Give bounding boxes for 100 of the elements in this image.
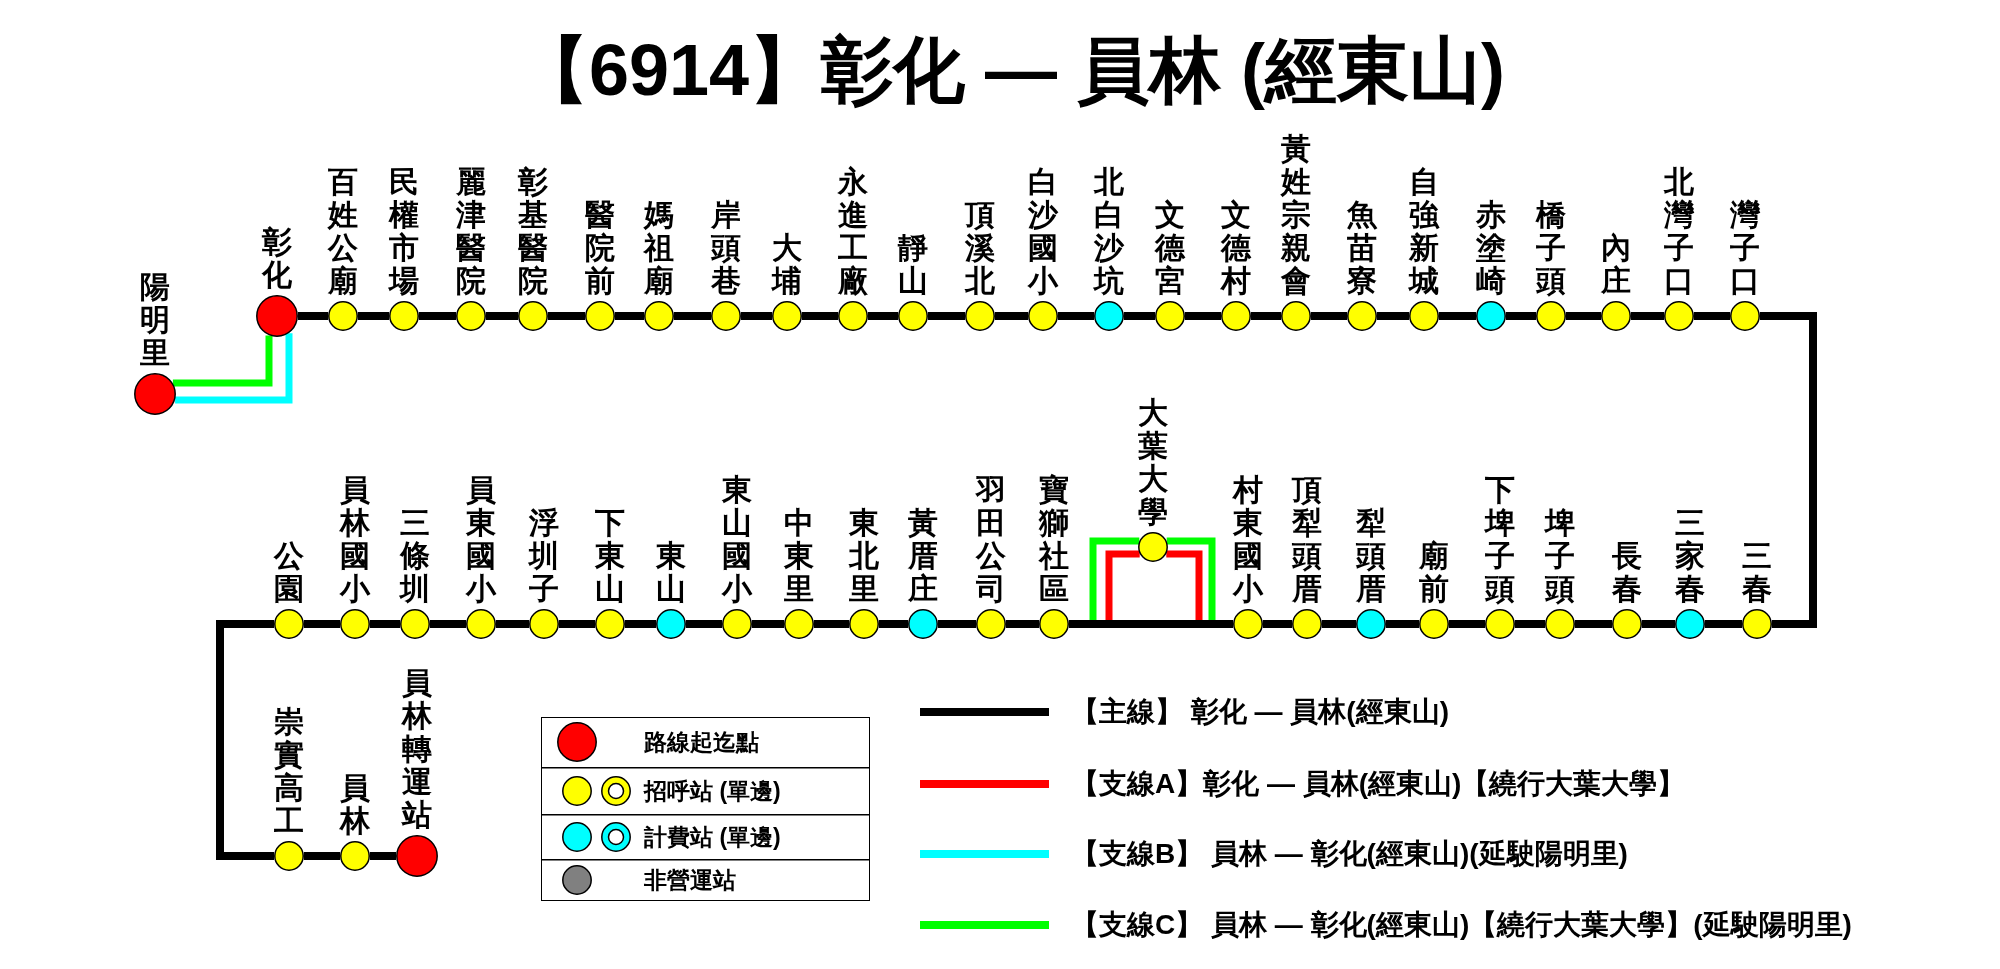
station-name: 北灣子口 [1664, 165, 1694, 297]
legend-label: 計費站 (單邊) [644, 822, 781, 852]
station-name: 赤塗崎 [1476, 198, 1506, 297]
station-name: 文德宮 [1155, 198, 1185, 297]
route-line [175, 333, 293, 404]
route-line [674, 312, 711, 320]
title: 【6914】彰化 — 員林 (經東山) [516, 30, 1506, 110]
route-line [686, 620, 722, 628]
route-line [370, 852, 396, 860]
route-line [430, 620, 466, 628]
station-name: 民權市場 [389, 165, 419, 297]
station-name: 三春 [1742, 539, 1772, 605]
station-name: 下東山 [595, 506, 625, 605]
route-line [548, 312, 585, 320]
route-line [1058, 312, 1094, 320]
legend-label: 招呼站 (單邊) [644, 776, 781, 806]
route-line [358, 312, 389, 320]
station-name: 彰化 [262, 225, 292, 291]
legend-label: 【支線A】彰化 — 員林(經東山)【繞行大葉大學】 [1071, 767, 1686, 801]
route-line [370, 620, 400, 628]
route-line [1449, 620, 1485, 628]
legend-label: 路線起迄點 [644, 727, 759, 757]
route-line [615, 312, 644, 320]
route-line [304, 620, 340, 628]
station-name: 浮圳子 [529, 506, 559, 605]
station-name: 下埤子頭 [1485, 473, 1515, 605]
station-name: 公園 [274, 539, 304, 605]
station-name: 黃厝庄 [908, 506, 938, 605]
station-name: 灣子口 [1730, 198, 1760, 297]
station-name: 長春 [1612, 539, 1642, 605]
station-name: 白沙國小 [1028, 165, 1058, 297]
station-name: 大埔 [772, 231, 802, 297]
route-line [496, 620, 529, 628]
station-name: 員林轉運站 [402, 666, 432, 831]
station-name: 百姓公廟 [328, 165, 358, 297]
route-line [1515, 620, 1545, 628]
route-line [938, 620, 976, 628]
station-name: 崇實高工 [274, 705, 304, 837]
station-name: 寶獅社區 [1039, 473, 1069, 605]
route-line [752, 620, 784, 628]
route-line [1006, 620, 1039, 628]
route-line [625, 620, 656, 628]
route-line [802, 312, 838, 320]
station-name: 三家春 [1675, 506, 1705, 605]
legend-label: 【支線C】 員林 — 彰化(經東山)【繞行大葉大學】(延駛陽明里) [1071, 908, 1852, 942]
route-line [1506, 312, 1536, 320]
station-name: 東山國小 [722, 473, 752, 605]
station-name: 廟前 [1419, 539, 1449, 605]
station-name: 內庄 [1601, 231, 1631, 297]
station-name: 中東里 [784, 506, 814, 605]
route-line [216, 620, 274, 860]
route-line [1386, 620, 1419, 628]
route-line [1642, 620, 1675, 628]
route-line [1631, 312, 1664, 320]
route-line [995, 312, 1028, 320]
station-name: 埤子頭 [1545, 506, 1575, 605]
route-line [1069, 620, 1233, 628]
route-line [486, 312, 518, 320]
station-name: 魚苗寮 [1347, 198, 1377, 297]
route-line [1322, 620, 1356, 628]
station-name: 頂犁頭厝 [1292, 473, 1322, 605]
station-name: 東北里 [849, 506, 879, 605]
station-name: 羽田公司 [976, 473, 1006, 605]
route-line [419, 312, 456, 320]
station-name: 永進工廠 [838, 165, 868, 297]
route-line [1377, 312, 1409, 320]
route-line [1311, 312, 1347, 320]
route-line [1263, 620, 1292, 628]
station-name: 員林 [340, 771, 370, 837]
station-name: 橋子頭 [1536, 198, 1566, 297]
legend-label: 【支線B】 員林 — 彰化(經東山)(延駛陽明里) [1071, 837, 1628, 871]
legend-label: 非營運站 [644, 865, 736, 895]
station-name: 麗津醫院 [456, 165, 486, 297]
station-name: 大葉大學 [1138, 396, 1168, 528]
route-line [304, 852, 340, 860]
route-line [879, 620, 908, 628]
route-line [928, 312, 965, 320]
station-name: 北白沙坑 [1094, 165, 1124, 297]
route-line [298, 312, 328, 320]
route-line [741, 312, 772, 320]
station-name: 犁頭厝 [1356, 506, 1386, 605]
route-line [1251, 312, 1281, 320]
station-name: 黃姓宗親會 [1281, 132, 1311, 297]
route-line [814, 620, 849, 628]
station-name: 自強新城 [1409, 165, 1439, 297]
route-line [1575, 620, 1612, 628]
station-name: 岸頭巷 [711, 198, 741, 297]
station-name: 陽明里 [140, 270, 170, 369]
route-line [1566, 312, 1601, 320]
route-line [1760, 312, 1817, 628]
route-line [868, 312, 898, 320]
route-line [1124, 312, 1155, 320]
station-name: 彰基醫院 [518, 165, 548, 297]
station-name: 媽祖廟 [644, 198, 674, 297]
station-name: 員林國小 [340, 473, 370, 605]
route-line [559, 620, 595, 628]
station-name: 醫院前 [585, 198, 615, 297]
route-line [1694, 312, 1730, 320]
station-name: 村東國小 [1233, 473, 1263, 605]
station-name: 員東國小 [466, 473, 496, 605]
